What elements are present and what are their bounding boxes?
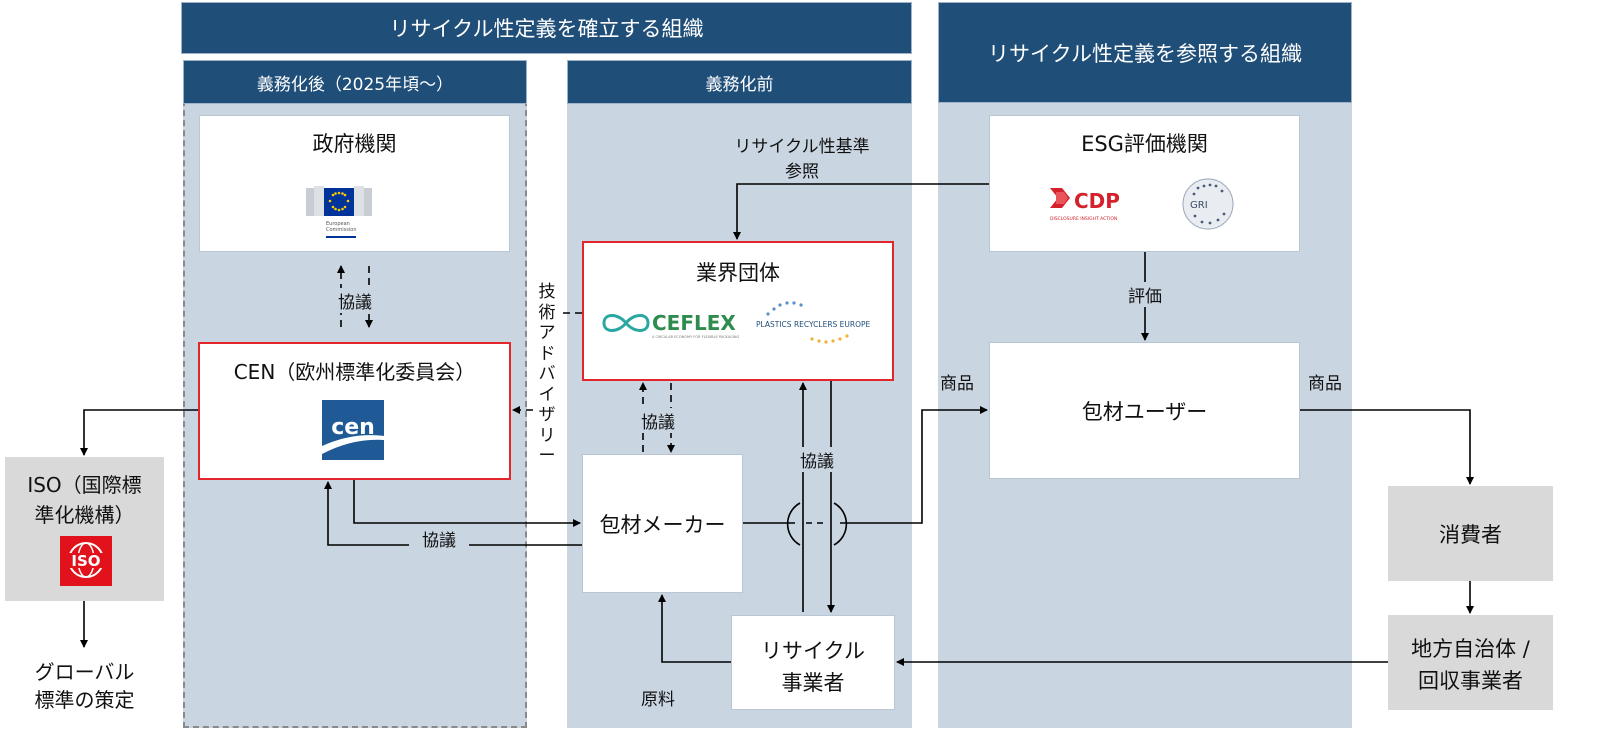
consult-rec-label: 協議 [792, 447, 842, 472]
municipality-line-2: 回収事業者 [1418, 669, 1523, 693]
industry-box: 業界団体 CEFLEX A CIRCULAR ECONOMY FOR FLEXI… [582, 241, 894, 381]
recycler-line-2: 事業者 [781, 671, 845, 695]
esg-box: ESG評価機関 CDP DISCLOSURE INSIGHT ACTION GR… [989, 115, 1300, 252]
cdp-logo: CDP DISCLOSURE INSIGHT ACTION [1046, 182, 1146, 226]
ceflex-logo: CEFLEX A CIRCULAR ECONOMY FOR FLEXIBLE P… [598, 305, 748, 341]
cen-box: CEN（欧州標準化委員会） cen [198, 342, 511, 480]
industry-title: 業界団体 [696, 261, 780, 285]
iso-box: ISO（国際標 準化機構） ISO [5, 457, 164, 601]
consumer-label: 消費者 [1439, 522, 1502, 547]
ta-7: ザ [538, 405, 556, 425]
global-std-line-1: グローバル [34, 660, 135, 684]
ta-1: 技 [538, 282, 556, 302]
establish-header: リサイクル性定義を確立する組織 [181, 2, 912, 54]
iso-line-1: ISO（国際標 [27, 473, 142, 497]
cen-logo: cen [318, 396, 388, 464]
packaging-maker-box: 包材メーカー [582, 454, 743, 593]
cen-iso-arrow [80, 409, 198, 456]
ta-9: ー [538, 446, 556, 466]
criteria-ref-line-2: 参照 [785, 162, 819, 182]
pre-text: PLASTICS RECYCLERS EUROPE [756, 320, 871, 329]
product-in-arrow [840, 406, 988, 524]
iso-logo-text: ISO [71, 552, 100, 570]
before-mandate-header: 義務化前 [567, 60, 912, 104]
criteria-ref-line-1: リサイクル性基準 [734, 137, 870, 157]
european-commission-logo: European Commission [304, 186, 374, 244]
ta-5: バ [538, 364, 556, 384]
ta-3: ア [538, 323, 556, 343]
product-out-arrow [1300, 409, 1474, 485]
ta-6: イ [538, 384, 556, 405]
ta-8: リ [538, 425, 556, 446]
bridge-right-arc [833, 502, 848, 546]
cen-logo-text: cen [331, 415, 375, 440]
consult-gov-label: 協議 [330, 288, 380, 313]
ec-text-1: European [326, 221, 350, 227]
iso-logo: ISO [60, 536, 112, 586]
consult-ind-label: 協議 [633, 408, 683, 433]
municipality-box: 地方自治体 / 回収事業者 [1388, 615, 1553, 710]
criteria-ref-arrow [733, 183, 989, 240]
maker-cen-arrow [324, 481, 582, 546]
ta-4: ド [538, 343, 556, 364]
government-title: 政府機関 [312, 132, 397, 156]
packaging-maker-label: 包材メーカー [599, 512, 726, 537]
ta-2: 術 [538, 302, 556, 323]
iso-line-2: 準化機構） [34, 503, 135, 527]
municipality-line-1: 地方自治体 / [1411, 637, 1530, 661]
recycler-box: リサイクル 事業者 [731, 615, 895, 710]
plastics-recyclers-logo: PLASTICS RECYCLERS EUROPE [752, 299, 882, 349]
ec-text-2: Commission [326, 227, 357, 233]
reference-header: リサイクル性定義を参照する組織 [938, 2, 1352, 103]
gri-text: GRI [1190, 200, 1208, 211]
after-mandate-header: 義務化後（2025年頃～） [183, 60, 527, 104]
tech-advisory-label: 技 術 ア ド バ イ ザ リ ー [536, 282, 558, 467]
cen-maker-arrow [353, 480, 581, 527]
cdp-sub: DISCLOSURE INSIGHT ACTION [1050, 216, 1117, 222]
recycler-line-1: リサイクル [761, 639, 865, 663]
product-in-label: 商品 [940, 374, 974, 394]
ceflex-sub: A CIRCULAR ECONOMY FOR FLEXIBLE PACKAGIN… [652, 335, 739, 339]
bridge-left-arc [786, 502, 801, 546]
raw-material-label: 原料 [641, 690, 675, 710]
gri-logo: GRI [1180, 176, 1236, 232]
cen-title: CEN（欧州標準化委員会） [233, 360, 476, 384]
cdp-text: CDP [1074, 189, 1120, 213]
consult-cen-label: 協議 [409, 526, 469, 551]
raw-material-arrow [658, 594, 731, 663]
ceflex-text: CEFLEX [652, 311, 736, 335]
esg-title: ESG評価機関 [1081, 132, 1208, 156]
government-box: 政府機関 European Commission [199, 115, 510, 252]
packaging-user-label: 包材ユーザー [1081, 399, 1208, 424]
product-out-label: 商品 [1308, 374, 1342, 394]
global-std-line-2: 標準の策定 [34, 688, 135, 712]
packaging-user-box: 包材ユーザー [989, 342, 1300, 479]
consumer-box: 消費者 [1388, 486, 1553, 581]
evaluation-label: 評価 [1120, 282, 1170, 307]
